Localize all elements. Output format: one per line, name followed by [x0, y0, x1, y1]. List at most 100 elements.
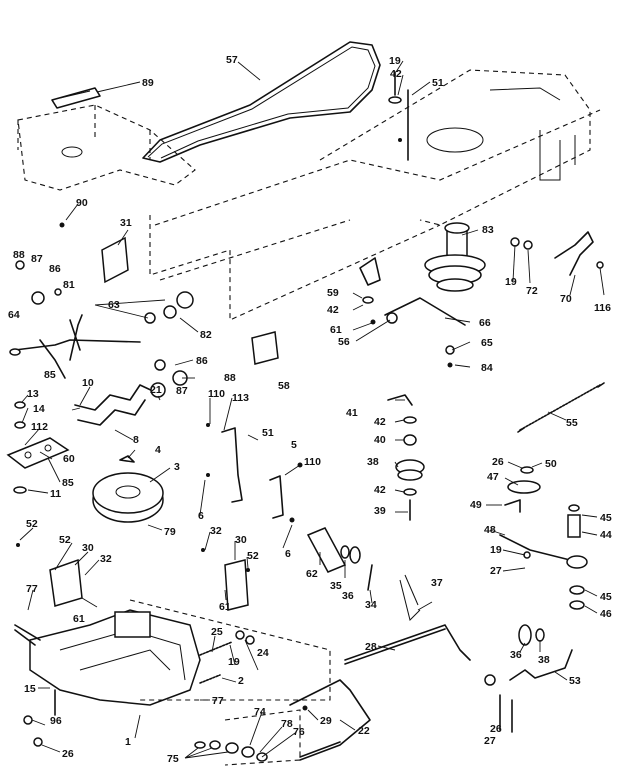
callout-87-left: 87 [31, 253, 43, 265]
callout-64: 64 [8, 309, 20, 321]
callout-51-top: 51 [432, 77, 444, 89]
washers-left [13, 401, 27, 494]
callout-21: 21 [150, 384, 162, 396]
callout-11: 11 [50, 488, 61, 500]
transaxle-1 [14, 599, 331, 716]
callout-28: 28 [365, 641, 377, 653]
callout-19-right2: 19 [490, 544, 502, 556]
callout-89: 89 [142, 77, 154, 89]
callout-63: 63 [108, 299, 120, 311]
callout-81: 81 [63, 279, 75, 291]
callout-48: 48 [484, 524, 496, 536]
callout-14: 14 [33, 403, 45, 415]
callout-34: 34 [365, 599, 377, 611]
shaft-upper [388, 71, 409, 161]
callout-87-mid: 87 [176, 385, 188, 397]
callout-66: 66 [479, 317, 491, 329]
callout-2: 2 [238, 675, 244, 687]
leader-lines [19, 60, 605, 759]
callout-85: 85 [44, 369, 56, 381]
callout-6-mid: 6 [285, 548, 291, 560]
callout-75: 75 [167, 753, 179, 765]
callout-38-shaft: 38 [367, 456, 379, 468]
callout-86-mid: 86 [196, 355, 208, 367]
callout-52-mid: 52 [59, 534, 71, 546]
callout-27-low: 27 [484, 735, 496, 747]
callout-36-mid: 36 [342, 590, 354, 602]
callout-31: 31 [120, 217, 132, 229]
callout-26-low: 26 [490, 723, 502, 735]
callout-22: 22 [358, 725, 370, 737]
callout-8: 8 [133, 434, 139, 446]
callout-41: 41 [346, 407, 358, 419]
callout-3: 3 [174, 461, 180, 473]
callout-42-shaft: 42 [374, 416, 386, 428]
callout-32-mid: 32 [210, 525, 222, 537]
callout-25: 25 [211, 626, 223, 638]
callout-19-right: 19 [505, 276, 517, 288]
callout-6-left: 6 [198, 510, 204, 522]
callout-65: 65 [481, 337, 493, 349]
callout-45-low: 45 [600, 591, 612, 603]
callout-35: 35 [330, 580, 342, 592]
callout-47: 47 [487, 471, 499, 483]
callout-86-left: 86 [49, 263, 61, 275]
callout-55: 55 [566, 417, 578, 429]
callout-49: 49 [470, 499, 482, 511]
callout-40: 40 [374, 434, 386, 446]
rod-28 [344, 624, 471, 665]
callout-37: 37 [431, 577, 443, 589]
idler-bracket-66 [384, 297, 466, 326]
plate-60 [6, 437, 70, 469]
callout-88-left: 88 [13, 249, 25, 261]
callout-4: 4 [155, 444, 161, 456]
callout-56: 56 [338, 336, 350, 348]
callout-26-left: 26 [62, 748, 74, 760]
cable-37 [399, 574, 421, 621]
callout-59: 59 [327, 287, 339, 299]
spring-25 [199, 641, 233, 684]
callout-39: 39 [374, 505, 386, 517]
callout-84: 84 [481, 362, 493, 374]
callout-90: 90 [76, 197, 88, 209]
callout-1: 1 [125, 736, 131, 748]
callout-58: 58 [278, 380, 290, 392]
callout-32-left: 32 [100, 553, 112, 565]
callout-70: 70 [560, 293, 572, 305]
callout-61-mid: 61 [330, 324, 342, 336]
callout-72: 72 [526, 285, 538, 297]
callout-5: 5 [291, 439, 297, 451]
callout-83: 83 [482, 224, 494, 236]
callout-26-right: 26 [492, 456, 504, 468]
plate-89 [51, 87, 101, 109]
hood-bracket-outline [17, 104, 196, 191]
rod-assembly-left [9, 319, 141, 379]
callout-19-top: 19 [389, 55, 401, 67]
callout-110-top: 110 [208, 388, 225, 400]
callout-88-mid: 88 [224, 372, 236, 384]
hardware-75-78 [194, 709, 301, 766]
bracket-58 [251, 331, 279, 365]
callout-76: 76 [293, 726, 305, 738]
callout-52-right: 52 [247, 550, 259, 562]
callout-57: 57 [226, 54, 238, 66]
callout-61-mid2: 61 [219, 601, 231, 613]
plate-30-right [224, 559, 249, 611]
callout-45-top: 45 [600, 512, 612, 524]
callout-52-left: 52 [26, 518, 38, 530]
callout-61-left: 61 [73, 613, 85, 625]
spring-55 [517, 382, 605, 433]
drive-belt-57 [142, 41, 381, 163]
callout-110-mid: 110 [304, 456, 321, 468]
fasteners [15, 138, 604, 747]
callout-50: 50 [545, 458, 557, 470]
callout-labels: 89 57 19 42 51 90 31 83 88 87 86 81 59 1… [8, 54, 612, 765]
callout-77-mid: 77 [212, 695, 224, 707]
callout-13: 13 [27, 388, 39, 400]
callout-42-top: 42 [390, 68, 402, 80]
callout-30-left: 30 [82, 542, 94, 554]
pulley-3 [92, 455, 164, 523]
callout-15: 15 [24, 683, 36, 695]
callout-96: 96 [50, 715, 62, 727]
